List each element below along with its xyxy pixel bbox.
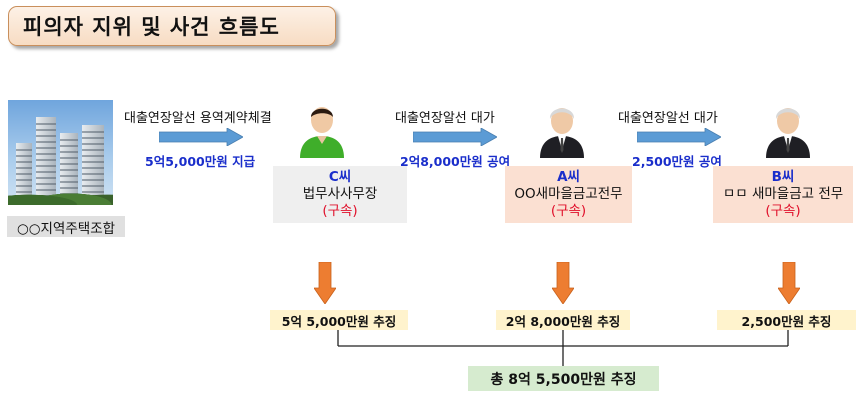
down-arrow-icon: [552, 262, 574, 304]
person-title: 법무사사무장: [302, 186, 378, 202]
person-name: C씨: [328, 169, 352, 185]
person-title: ㅁㅁ 새마을금고 전무: [722, 186, 844, 202]
housing-union-label: ○○지역주택조합: [7, 216, 125, 237]
right-arrow-icon: [637, 128, 721, 146]
forfeiture-amount-a: 2억 8,000만원 추징: [496, 310, 630, 330]
person-c-icon: [300, 107, 344, 158]
person-name: A씨: [557, 169, 580, 185]
right-arrow-icon: [159, 128, 243, 146]
person-status: (구속): [322, 203, 358, 219]
person-a-icon: [540, 108, 584, 158]
down-arrow-icon: [314, 262, 336, 304]
flow-3-description: 대출연장알선 대가: [618, 111, 718, 126]
forfeiture-amount-c: 5억 5,000만원 추징: [270, 310, 408, 330]
flow-2-amount: 2억8,000만원 공여: [400, 154, 511, 169]
person-b-box: B씨 ㅁㅁ 새마을금고 전무 (구속): [713, 166, 853, 223]
apartment-building-image: [8, 100, 113, 205]
total-forfeiture: 총 8억 5,500만원 추징: [468, 366, 659, 391]
person-c-box: C씨 법무사사무장 (구속): [273, 166, 407, 223]
person-b-icon: [766, 108, 810, 158]
flow-3-amount: 2,500만원 공여: [632, 154, 722, 169]
person-title: OO새마을금고전무: [514, 186, 623, 202]
person-name: B씨: [771, 169, 795, 185]
person-status: (구속): [765, 203, 801, 219]
flow-1-description: 대출연장알선 용역계약체결: [124, 111, 272, 126]
right-arrow-icon: [413, 128, 497, 146]
flow-2-description: 대출연장알선 대가: [395, 111, 495, 126]
down-arrow-icon: [778, 262, 800, 304]
flow-1-amount: 5억5,000만원 지급: [145, 154, 256, 169]
person-a-box: A씨 OO새마을금고전무 (구속): [505, 166, 632, 223]
person-status: (구속): [550, 203, 587, 219]
page-title: 피의자 지위 및 사건 흐름도: [8, 6, 336, 46]
forfeiture-amount-b: 2,500만원 추징: [717, 310, 856, 330]
